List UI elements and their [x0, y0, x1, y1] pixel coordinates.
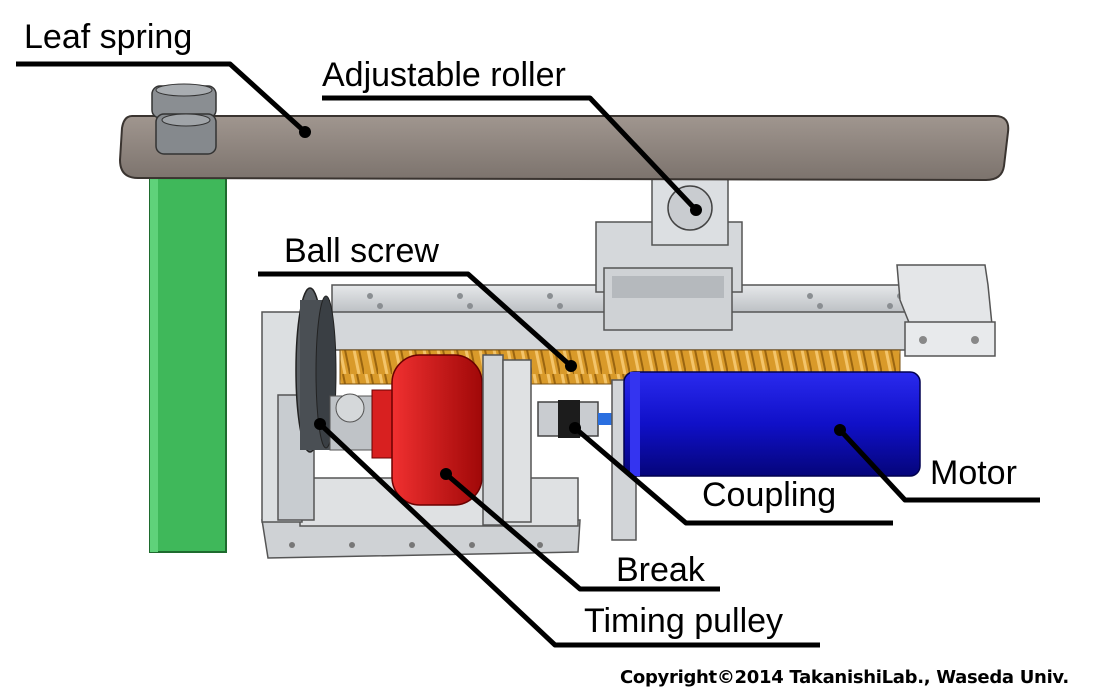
label-adjustable-roller: Adjustable roller [322, 56, 566, 94]
leader-leaf-spring [16, 61, 307, 134]
label-timing-pulley: Timing pulley [584, 602, 784, 640]
label-ball-screw: Ball screw [284, 232, 439, 270]
leader-coupling [573, 426, 893, 526]
center-support [482, 354, 532, 526]
bolt-heads [151, 83, 217, 155]
green-support-post [149, 177, 227, 553]
brake-unit [371, 354, 483, 506]
leader-adjustable-roller [322, 95, 698, 212]
leader-ball-screw [258, 271, 573, 368]
leader-timing-pulley [318, 422, 820, 648]
carriage-and-roller [595, 174, 743, 331]
copyright-notice: Copyright©2014 TakanishiLab., Waseda Uni… [620, 667, 1069, 688]
label-motor: Motor [930, 454, 1017, 492]
label-coupling: Coupling [702, 476, 837, 514]
label-leaf-spring: Leaf spring [24, 18, 193, 56]
motor [623, 371, 921, 477]
label-break: Break [616, 551, 705, 589]
leader-lines [16, 61, 1040, 648]
leader-motor [838, 428, 1040, 503]
leader-break [444, 472, 720, 592]
timing-pulley [295, 287, 373, 453]
leaf-spring [118, 115, 1010, 182]
leader-endpoints [299, 126, 846, 480]
